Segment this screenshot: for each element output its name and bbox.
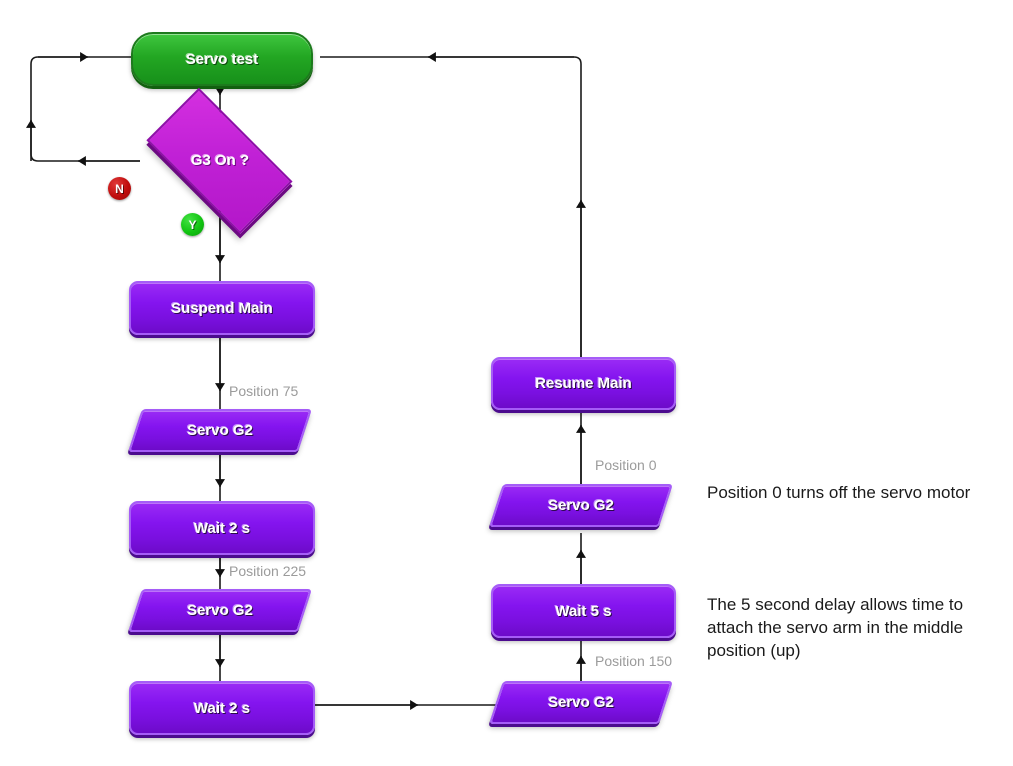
node-label: Suspend Main (171, 299, 273, 317)
node-label: Resume Main (535, 375, 632, 392)
node-label: Wait 2 s (193, 699, 251, 717)
node-wait-5s[interactable]: Wait 5 s (491, 584, 676, 638)
badge-label: N (115, 181, 124, 196)
badge-branch-no: N (108, 177, 131, 200)
node-label: Wait 5 s (555, 602, 612, 620)
node-resume-main[interactable]: Resume Main (491, 357, 676, 410)
node-label: Wait 2 s (193, 519, 251, 537)
node-label: Servo G2 (187, 602, 253, 619)
node-label: Servo G2 (548, 497, 614, 514)
node-label: Servo test (185, 50, 259, 68)
edge-label-position-75: Position 75 (229, 383, 299, 399)
node-decision-g3-on[interactable]: G3 On ? (133, 87, 307, 234)
node-label: Servo G2 (187, 422, 253, 439)
node-servo-g2-position-150[interactable]: Servo G2 (489, 681, 673, 724)
node-label: G3 On ? (190, 152, 250, 169)
node-start-servo-test[interactable]: Servo test (131, 32, 313, 86)
node-suspend-main[interactable]: Suspend Main (129, 281, 315, 335)
node-servo-g2-position-225[interactable]: Servo G2 (128, 589, 312, 632)
node-wait-2s-second[interactable]: Wait 2 s (129, 681, 315, 735)
badge-branch-yes: Y (181, 213, 204, 236)
annotation-position-zero-note: Position 0 turns off the servo motor (707, 483, 971, 502)
node-servo-g2-position-75[interactable]: Servo G2 (128, 409, 312, 452)
edge-label-position-225: Position 225 (229, 563, 307, 579)
node-wait-2s-first[interactable]: Wait 2 s (129, 501, 315, 555)
edge-resume-to-start (320, 56, 582, 357)
edge-label-position-150: Position 150 (595, 653, 673, 669)
badge-label: Y (188, 217, 197, 232)
edge-label-position-0: Position 0 (595, 457, 657, 473)
annotation-five-second-delay-note: The 5 second delay allows time to attach… (707, 595, 964, 660)
node-servo-g2-position-0[interactable]: Servo G2 (489, 484, 673, 527)
node-label: Servo G2 (548, 694, 614, 711)
